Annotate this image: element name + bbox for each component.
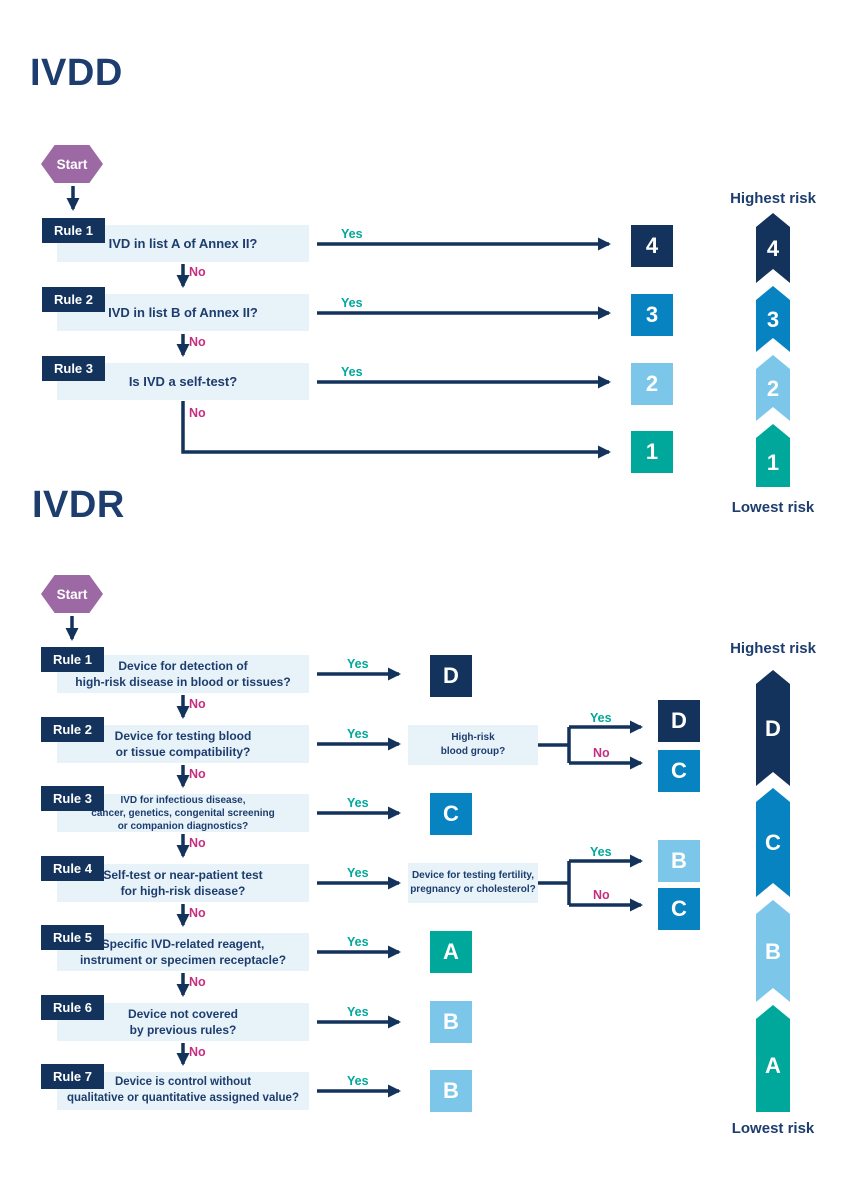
ivdd-result-class-1: 1	[631, 431, 673, 473]
ivdr-lowest-risk-label: Lowest risk	[731, 1120, 815, 1137]
ivdr-no-label-2: No	[189, 767, 206, 781]
ivdr-no-label-5: No	[189, 975, 206, 989]
ivdr-yes-label-7: Yes	[347, 1074, 369, 1088]
ivdr-risk-segment-C-label: C	[765, 830, 781, 855]
ivdr-no-label-1: No	[189, 697, 206, 711]
ivdr-branch2-yes-label: Yes	[590, 845, 612, 859]
ivdr-risk-segment-D	[756, 670, 790, 786]
ivdr-question-1: Device for detection of high-risk diseas…	[57, 655, 309, 693]
ivdr-subquestion-fertility: Device for testing fertility, pregnancy …	[408, 863, 538, 903]
ivdr-highest-risk-label: Highest risk	[730, 640, 816, 657]
ivdr-risk-segment-D-label: D	[765, 716, 781, 741]
ivdr-rule-5-tab: Rule 5	[41, 925, 104, 950]
ivdr-branch1-no-label: No	[593, 746, 610, 760]
ivdr-branch2-no-label: No	[593, 888, 610, 902]
ivdr-risk-segment-C	[756, 788, 790, 897]
ivdr-risk-segment-B-label: B	[765, 939, 781, 964]
ivdr-rule-6-tab: Rule 6	[41, 995, 104, 1020]
ivdr-result-rule3-C: C	[430, 793, 472, 835]
ivdr-branch2-result-B: B	[658, 840, 700, 882]
ivdd-start-label: Start	[56, 156, 88, 172]
ivdr-rule-1-tab: Rule 1	[41, 647, 104, 672]
ivdr-yes-label-3: Yes	[347, 796, 369, 810]
ivdr-no-label-4: No	[189, 906, 206, 920]
ivdd-yes-label-3: Yes	[341, 365, 363, 379]
ivdr-branch2-result-C: C	[658, 888, 700, 930]
ivdr-yes-label-1: Yes	[347, 657, 369, 671]
ivdd-risk-segment-3	[756, 286, 790, 352]
ivdd-lowest-risk-label: Lowest risk	[731, 499, 815, 516]
ivdd-risk-segment-2-label: 2	[767, 376, 779, 401]
ivdr-yes-label-5: Yes	[347, 935, 369, 949]
ivdd-result-class-3: 3	[631, 294, 673, 336]
ivdd-risk-segment-2	[756, 355, 790, 421]
ivdr-start-node: Start	[41, 575, 103, 613]
ivdd-risk-segment-4-label: 4	[767, 236, 780, 261]
ivdd-result-class-4: 4	[631, 225, 673, 267]
ivdr-result-rule5-A: A	[430, 931, 472, 973]
ivdd-rule-2-tab: Rule 2	[42, 287, 105, 312]
ivdd-rule-1-tab: Rule 1	[42, 218, 105, 243]
ivdr-branch1-yes-label: Yes	[590, 711, 612, 725]
ivdr-result-rule7-B: B	[430, 1070, 472, 1112]
ivdr-question-7: Device is control without qualitative or…	[57, 1072, 309, 1110]
ivdd-risk-segment-1-label: 1	[767, 450, 779, 475]
ivdd-section-title: IVDD	[30, 52, 123, 94]
ivdd-risk-scale: 4 3 2 1	[756, 213, 790, 487]
ivdr-rule-2-tab: Rule 2	[41, 717, 104, 742]
ivdr-subquestion-blood-group: High-risk blood group?	[408, 725, 538, 765]
ivdd-no-label-3: No	[189, 406, 206, 420]
ivdd-question-3: Is IVD a self-test?	[57, 363, 309, 400]
ivdr-risk-segment-A-label: A	[765, 1053, 781, 1078]
ivdr-result-rule6-B: B	[430, 1001, 472, 1043]
ivdr-question-3: IVD for infectious disease, cancer, gene…	[57, 794, 309, 832]
ivdd-risk-segment-3-label: 3	[767, 307, 779, 332]
ivdr-yes-label-2: Yes	[347, 727, 369, 741]
ivdd-no-label-1: No	[189, 265, 206, 279]
ivdd-risk-segment-1	[756, 424, 790, 487]
ivdr-risk-scale: D C B A	[756, 670, 790, 1112]
ivdd-highest-risk-label: Highest risk	[730, 190, 816, 207]
ivdd-no-label-2: No	[189, 335, 206, 349]
ivdr-start-label: Start	[56, 586, 88, 602]
ivdr-no-label-3: No	[189, 836, 206, 850]
ivdr-risk-segment-B	[756, 900, 790, 1002]
ivdd-result-class-2: 2	[631, 363, 673, 405]
ivdr-branch1-result-D: D	[658, 700, 700, 742]
ivdr-branch1-result-C: C	[658, 750, 700, 792]
ivdr-rule-4-tab: Rule 4	[41, 856, 104, 881]
ivdr-section-title: IVDR	[32, 484, 125, 526]
ivdr-rule-7-tab: Rule 7	[41, 1064, 104, 1089]
ivdd-rule-3-tab: Rule 3	[42, 356, 105, 381]
ivdr-yes-label-4: Yes	[347, 866, 369, 880]
ivdr-rule-3-tab: Rule 3	[41, 786, 104, 811]
ivdd-start-node: Start	[41, 145, 103, 183]
ivdr-result-rule1-D: D	[430, 655, 472, 697]
ivdd-yes-label-2: Yes	[341, 296, 363, 310]
ivdr-risk-segment-A	[756, 1005, 790, 1112]
ivdr-yes-label-6: Yes	[347, 1005, 369, 1019]
ivdd-yes-label-1: Yes	[341, 227, 363, 241]
ivdd-risk-segment-4	[756, 213, 790, 283]
ivdr-no-label-6: No	[189, 1045, 206, 1059]
ivdd-default-arrow	[181, 401, 611, 459]
